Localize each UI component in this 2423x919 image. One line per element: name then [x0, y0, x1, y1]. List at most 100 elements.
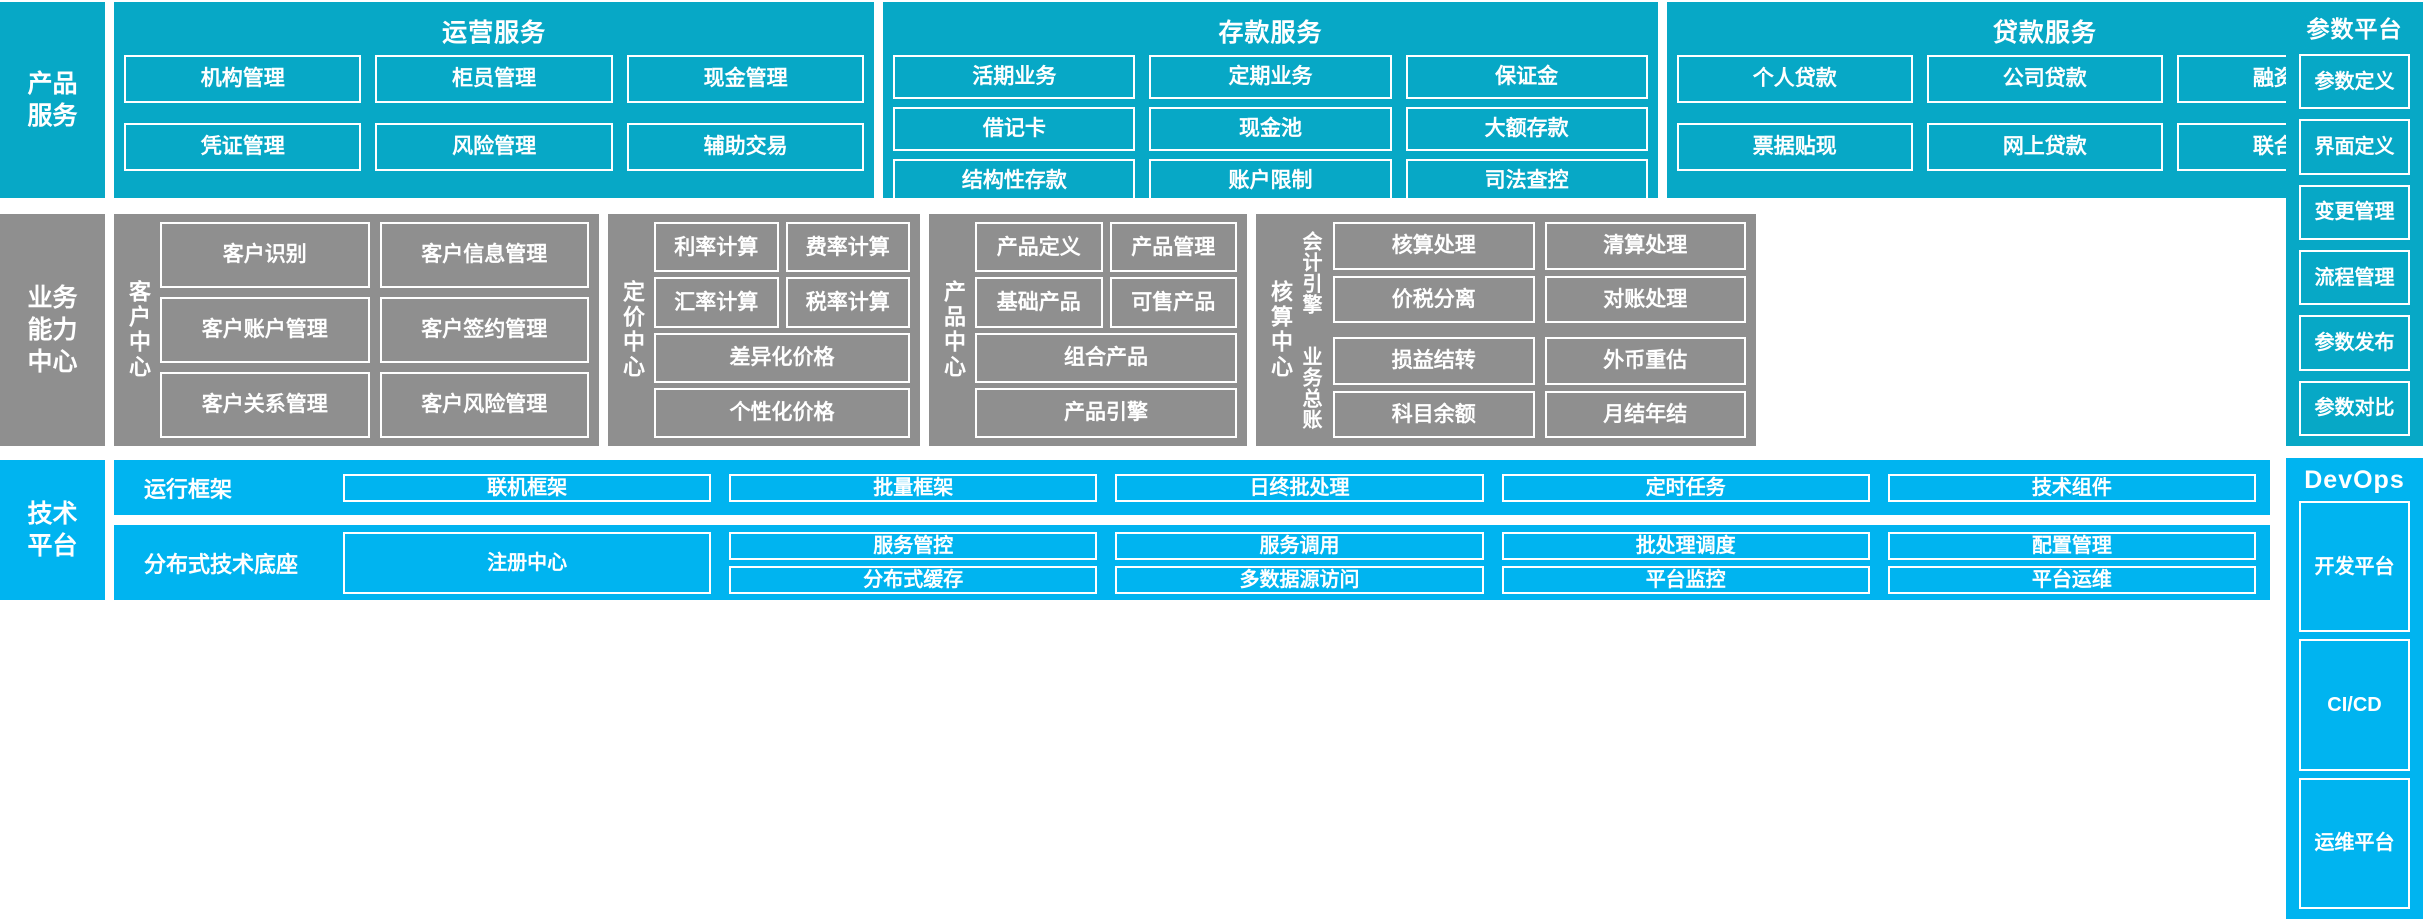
- pricing-cell-interest-rate[interactable]: 利率计算: [654, 222, 779, 273]
- param-cell-ui-definition[interactable]: 界面定义: [2299, 119, 2410, 175]
- product-cell-base[interactable]: 基础产品: [975, 277, 1103, 328]
- ledger-cell-profit-loss-carryover[interactable]: 损益结转: [1333, 337, 1535, 385]
- service-cell-bill-discount[interactable]: 票据贴现: [1676, 123, 1913, 171]
- service-cell-debit-card[interactable]: 借记卡: [893, 107, 1136, 151]
- tech-row-runtime-framework: 运行框架 联机框架 批量框架 日终批处理 定时任务 技术组件: [114, 460, 2270, 515]
- product-cell-sellable[interactable]: 可售产品: [1109, 277, 1237, 328]
- product-cell-management[interactable]: 产品管理: [1109, 222, 1237, 273]
- accounting-group-ledger: 业务总账 损益结转 外币重估 科目余额 月结年结: [1296, 337, 1746, 438]
- tech-cell-multi-datasource[interactable]: 多数据源访问: [1115, 565, 1484, 594]
- tech-cell-batch-framework[interactable]: 批量框架: [729, 473, 1098, 502]
- tech-cell-config-management[interactable]: 配置管理: [1887, 531, 2256, 560]
- service-cell-voucher-management[interactable]: 凭证管理: [124, 123, 362, 171]
- pricing-center-grid: 利率计算 费率计算 汇率计算 税率计算 差异化价格 个性化价格: [648, 222, 910, 438]
- tech-row-base-cells: 注册中心 服务管控 服务调用 批处理调度 配置管理 分布式缓存 多数据源访问 平…: [343, 531, 2256, 594]
- ledger-cell-account-balance[interactable]: 科目余额: [1333, 390, 1535, 438]
- customer-cell-relationship-management[interactable]: 客户关系管理: [160, 372, 370, 438]
- ledger-cell-fx-revaluation[interactable]: 外币重估: [1544, 337, 1746, 385]
- rail-business-capability-label: 业务 能力 中心: [27, 284, 78, 376]
- pricing-cell-personalized-price[interactable]: 个性化价格: [654, 387, 910, 438]
- accounting-cell-settlement[interactable]: 清算处理: [1544, 222, 1746, 270]
- tech-cell-batch-scheduling[interactable]: 批处理调度: [1501, 531, 1870, 560]
- devops-cell-cicd[interactable]: CI/CD: [2299, 639, 2410, 771]
- service-cell-demand-deposit[interactable]: 活期业务: [893, 55, 1136, 99]
- product-cell-bundle[interactable]: 组合产品: [975, 332, 1237, 383]
- technical-platform-rows: 运行框架 联机框架 批量框架 日终批处理 定时任务 技术组件 分布式技术底座 注…: [114, 460, 2270, 917]
- tech-row-base-label: 分布式技术底座: [144, 551, 299, 577]
- service-cell-large-deposit[interactable]: 大额存款: [1405, 107, 1648, 151]
- service-cell-teller-management[interactable]: 柜员管理: [375, 55, 613, 103]
- tech-cell-tech-components[interactable]: 技术组件: [1887, 473, 2256, 502]
- accounting-engine-vertical-label: 会计引擎: [1299, 230, 1321, 315]
- operation-services-grid: 机构管理 柜员管理 现金管理 凭证管理 风险管理 辅助交易: [124, 49, 865, 189]
- service-cell-online-loan[interactable]: 网上贷款: [1926, 123, 2163, 171]
- service-cell-judicial-control[interactable]: 司法查控: [1405, 159, 1648, 203]
- pricing-cell-tax-rate[interactable]: 税率计算: [785, 277, 910, 328]
- service-cell-auxiliary-transaction[interactable]: 辅助交易: [626, 123, 865, 171]
- accounting-cell-processing[interactable]: 核算处理: [1333, 222, 1535, 270]
- accounting-center-groups: 会计引擎 核算处理 清算处理 价税分离 对账处理 业务总账 损益结转 外币重估 …: [1296, 222, 1746, 438]
- tech-cell-scheduled-task[interactable]: 定时任务: [1501, 473, 1870, 502]
- service-cell-cash-pool[interactable]: 现金池: [1149, 107, 1392, 151]
- tech-cell-platform-ops[interactable]: 平台运维: [1887, 565, 2256, 594]
- pricing-cell-differentiated-price[interactable]: 差异化价格: [654, 332, 910, 383]
- param-cell-compare[interactable]: 参数对比: [2299, 380, 2410, 436]
- accounting-cell-tax-separation[interactable]: 价税分离: [1333, 275, 1535, 323]
- devops-cell-ops-platform[interactable]: 运维平台: [2299, 777, 2410, 909]
- panel-deposit-services-title: 存款服务: [1218, 19, 1323, 47]
- tech-row-runtime-cells: 联机框架 批量框架 日终批处理 定时任务 技术组件: [343, 473, 2256, 502]
- customer-cell-account-management[interactable]: 客户账户管理: [160, 297, 370, 363]
- tech-cell-platform-monitoring[interactable]: 平台监控: [1501, 565, 1870, 594]
- service-cell-margin-deposit[interactable]: 保证金: [1405, 55, 1648, 99]
- param-cell-publish[interactable]: 参数发布: [2299, 315, 2410, 371]
- pricing-cell-exchange-rate[interactable]: 汇率计算: [654, 277, 779, 328]
- panel-devops: DevOps 开发平台 CI/CD 运维平台: [2286, 458, 2423, 919]
- product-cell-definition[interactable]: 产品定义: [975, 222, 1103, 273]
- devops-title: DevOps: [2304, 466, 2405, 494]
- customer-cell-contract-management[interactable]: 客户签约管理: [379, 297, 589, 363]
- param-cell-process-management[interactable]: 流程管理: [2299, 249, 2410, 306]
- accounting-engine-grid: 核算处理 清算处理 价税分离 对账处理: [1333, 222, 1746, 323]
- customer-cell-risk-management[interactable]: 客户风险管理: [379, 372, 589, 438]
- product-cell-engine[interactable]: 产品引擎: [975, 387, 1237, 438]
- service-cell-corporate-loan[interactable]: 公司贷款: [1926, 55, 2163, 103]
- rail-product-services: 产品 服务: [0, 2, 105, 198]
- technical-platform-band: 技术 平台 运行框架 联机框架 批量框架 日终批处理 定时任务 技术组件 分布式…: [0, 460, 2270, 917]
- service-cell-structured-deposit[interactable]: 结构性存款: [893, 159, 1136, 203]
- parameter-platform-list: 参数定义 界面定义 变更管理 流程管理 参数发布 参数对比: [2286, 44, 2423, 446]
- panel-customer-center: 客户中心 客户识别 客户信息管理 客户账户管理 客户签约管理 客户关系管理 客户…: [114, 214, 599, 446]
- rail-technical-platform: 技术 平台: [0, 460, 105, 600]
- service-cell-personal-loan[interactable]: 个人贷款: [1676, 55, 1913, 103]
- param-cell-definition[interactable]: 参数定义: [2299, 54, 2410, 110]
- service-cell-account-restriction[interactable]: 账户限制: [1149, 159, 1392, 203]
- pricing-cell-fee-rate[interactable]: 费率计算: [785, 222, 910, 273]
- accounting-cell-reconciliation[interactable]: 对账处理: [1544, 275, 1746, 323]
- panel-deposit-services: 存款服务 活期业务 定期业务 保证金 借记卡 现金池 大额存款 结构性存款 账户…: [883, 2, 1658, 203]
- tech-row-distributed-base: 分布式技术底座 注册中心 服务管控 服务调用 批处理调度 配置管理 分布式缓存 …: [114, 525, 2270, 600]
- customer-cell-identification[interactable]: 客户识别: [160, 222, 370, 288]
- tech-cell-service-governance[interactable]: 服务管控: [729, 531, 1098, 560]
- service-cell-cash-management[interactable]: 现金管理: [626, 55, 865, 103]
- customer-center-vertical-label: 客户中心: [126, 280, 151, 380]
- product-services-band: 产品 服务 运营服务 机构管理 柜员管理 现金管理 凭证管理 风险管理 辅助交易…: [0, 2, 2423, 203]
- panel-pricing-center: 定价中心 利率计算 费率计算 汇率计算 税率计算 差异化价格 个性化价格: [608, 214, 920, 446]
- tech-cell-online-framework[interactable]: 联机框架: [343, 473, 712, 502]
- tech-cell-registry-center[interactable]: 注册中心: [343, 531, 712, 594]
- param-cell-change-management[interactable]: 变更管理: [2299, 184, 2410, 240]
- panel-loan-services-title: 贷款服务: [1992, 19, 2097, 47]
- service-cell-org-management[interactable]: 机构管理: [124, 55, 362, 103]
- ledger-cell-month-year-close[interactable]: 月结年结: [1544, 390, 1746, 438]
- tech-cell-service-invocation[interactable]: 服务调用: [1115, 531, 1484, 560]
- accounting-group-engine: 会计引擎 核算处理 清算处理 价税分离 对账处理: [1296, 222, 1746, 323]
- customer-cell-info-management[interactable]: 客户信息管理: [379, 222, 589, 288]
- tech-cell-distributed-cache[interactable]: 分布式缓存: [729, 565, 1098, 594]
- service-cell-risk-management[interactable]: 风险管理: [375, 123, 613, 171]
- customer-center-grid: 客户识别 客户信息管理 客户账户管理 客户签约管理 客户关系管理 客户风险管理: [154, 222, 589, 438]
- accounting-center-vertical-label: 核算中心: [1268, 280, 1293, 380]
- panel-parameter-platform: 参数平台 参数定义 界面定义 变更管理 流程管理 参数发布 参数对比: [2286, 2, 2423, 446]
- business-ledger-vertical-label: 业务总账: [1299, 345, 1321, 430]
- service-cell-time-deposit[interactable]: 定期业务: [1149, 55, 1392, 99]
- product-center-vertical-label: 产品中心: [941, 280, 966, 380]
- tech-cell-eod-batch[interactable]: 日终批处理: [1115, 473, 1484, 502]
- devops-cell-dev-platform[interactable]: 开发平台: [2299, 501, 2410, 633]
